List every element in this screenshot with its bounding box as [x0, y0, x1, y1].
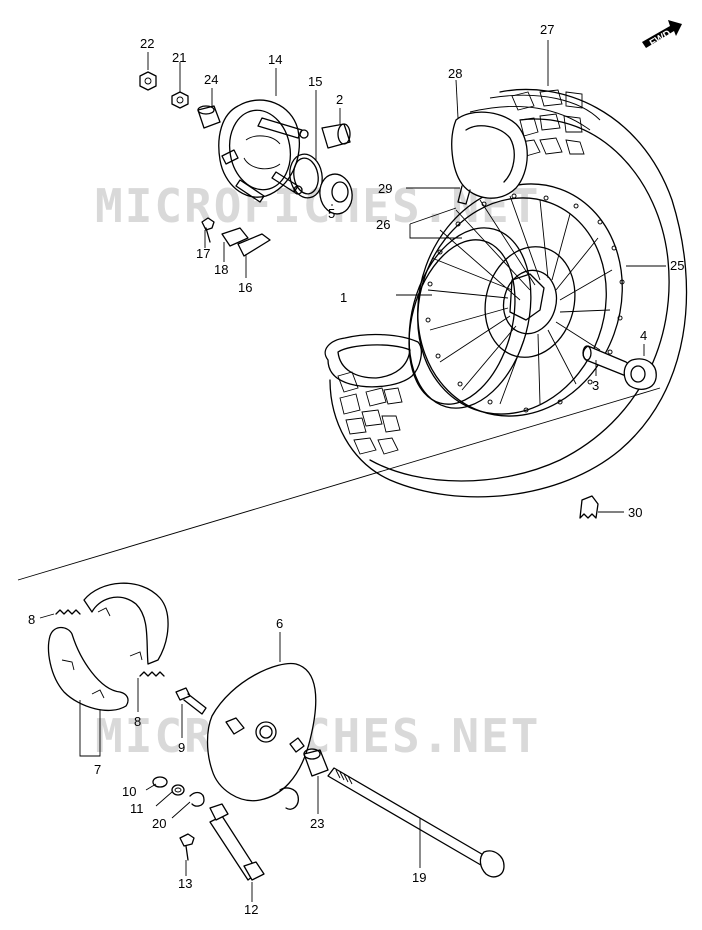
brake-shoes — [47, 582, 169, 712]
label-11: 11 — [130, 801, 144, 816]
nut-21 — [171, 91, 189, 109]
washer-11 — [171, 784, 185, 796]
label-2: 2 — [336, 92, 343, 107]
brake-arm — [209, 803, 265, 881]
bearing-5 — [319, 173, 353, 215]
inner-tube — [451, 111, 528, 205]
label-14: 14 — [268, 52, 282, 67]
washer-10 — [152, 776, 168, 788]
label-24: 24 — [204, 72, 218, 87]
clip-20 — [189, 791, 205, 807]
label-22: 22 — [140, 36, 154, 51]
label-26: 26 — [376, 217, 390, 232]
damper — [237, 233, 271, 257]
label-6: 6 — [276, 616, 283, 631]
spacer-24 — [197, 105, 221, 129]
wheel-rim — [408, 183, 625, 417]
leader-lines — [39, 40, 666, 902]
label-18: 18 — [214, 262, 228, 277]
label-7: 7 — [94, 762, 101, 777]
label-10: 10 — [122, 784, 136, 799]
label-30: 30 — [628, 505, 642, 520]
section-line — [17, 387, 661, 581]
brake-camshaft — [175, 687, 207, 715]
label-25: 25 — [670, 258, 684, 273]
brake-panel — [206, 662, 317, 810]
label-16: 16 — [238, 280, 252, 295]
label-29: 29 — [378, 181, 392, 196]
label-27: 27 — [540, 22, 554, 37]
label-12: 12 — [244, 902, 258, 917]
label-1: 1 — [340, 290, 347, 305]
part-labels: 1 2 3 4 5 6 7 8 8 9 10 11 12 13 14 15 16… — [28, 22, 684, 917]
sprocket-drum — [218, 99, 309, 203]
fwd-arrow-icon: FWD — [642, 20, 682, 49]
label-4: 4 — [640, 328, 647, 343]
label-5: 5 — [328, 206, 335, 221]
o-ring — [289, 153, 323, 199]
label-15: 15 — [308, 74, 322, 89]
label-13: 13 — [178, 876, 192, 891]
label-28: 28 — [448, 66, 462, 81]
label-17: 17 — [196, 246, 210, 261]
nut-22 — [139, 71, 157, 91]
lock-plate — [221, 227, 249, 247]
bolt-13 — [179, 833, 195, 861]
spring-upper — [55, 609, 81, 615]
collar-2 — [321, 123, 351, 149]
balance-weight — [579, 495, 599, 519]
label-21: 21 — [172, 50, 186, 65]
fwd-label: FWD — [648, 28, 673, 49]
label-23: 23 — [310, 816, 324, 831]
bolt-17 — [201, 217, 215, 243]
bearing-collar — [623, 358, 657, 390]
label-3: 3 — [592, 378, 599, 393]
label-20: 20 — [152, 816, 166, 831]
rear-axle — [327, 767, 505, 878]
label-8-lower: 8 — [134, 714, 141, 729]
label-9: 9 — [178, 740, 185, 755]
spacer-23 — [303, 748, 329, 777]
label-8-upper: 8 — [28, 612, 35, 627]
spring-lower — [139, 671, 165, 677]
label-19: 19 — [412, 870, 426, 885]
